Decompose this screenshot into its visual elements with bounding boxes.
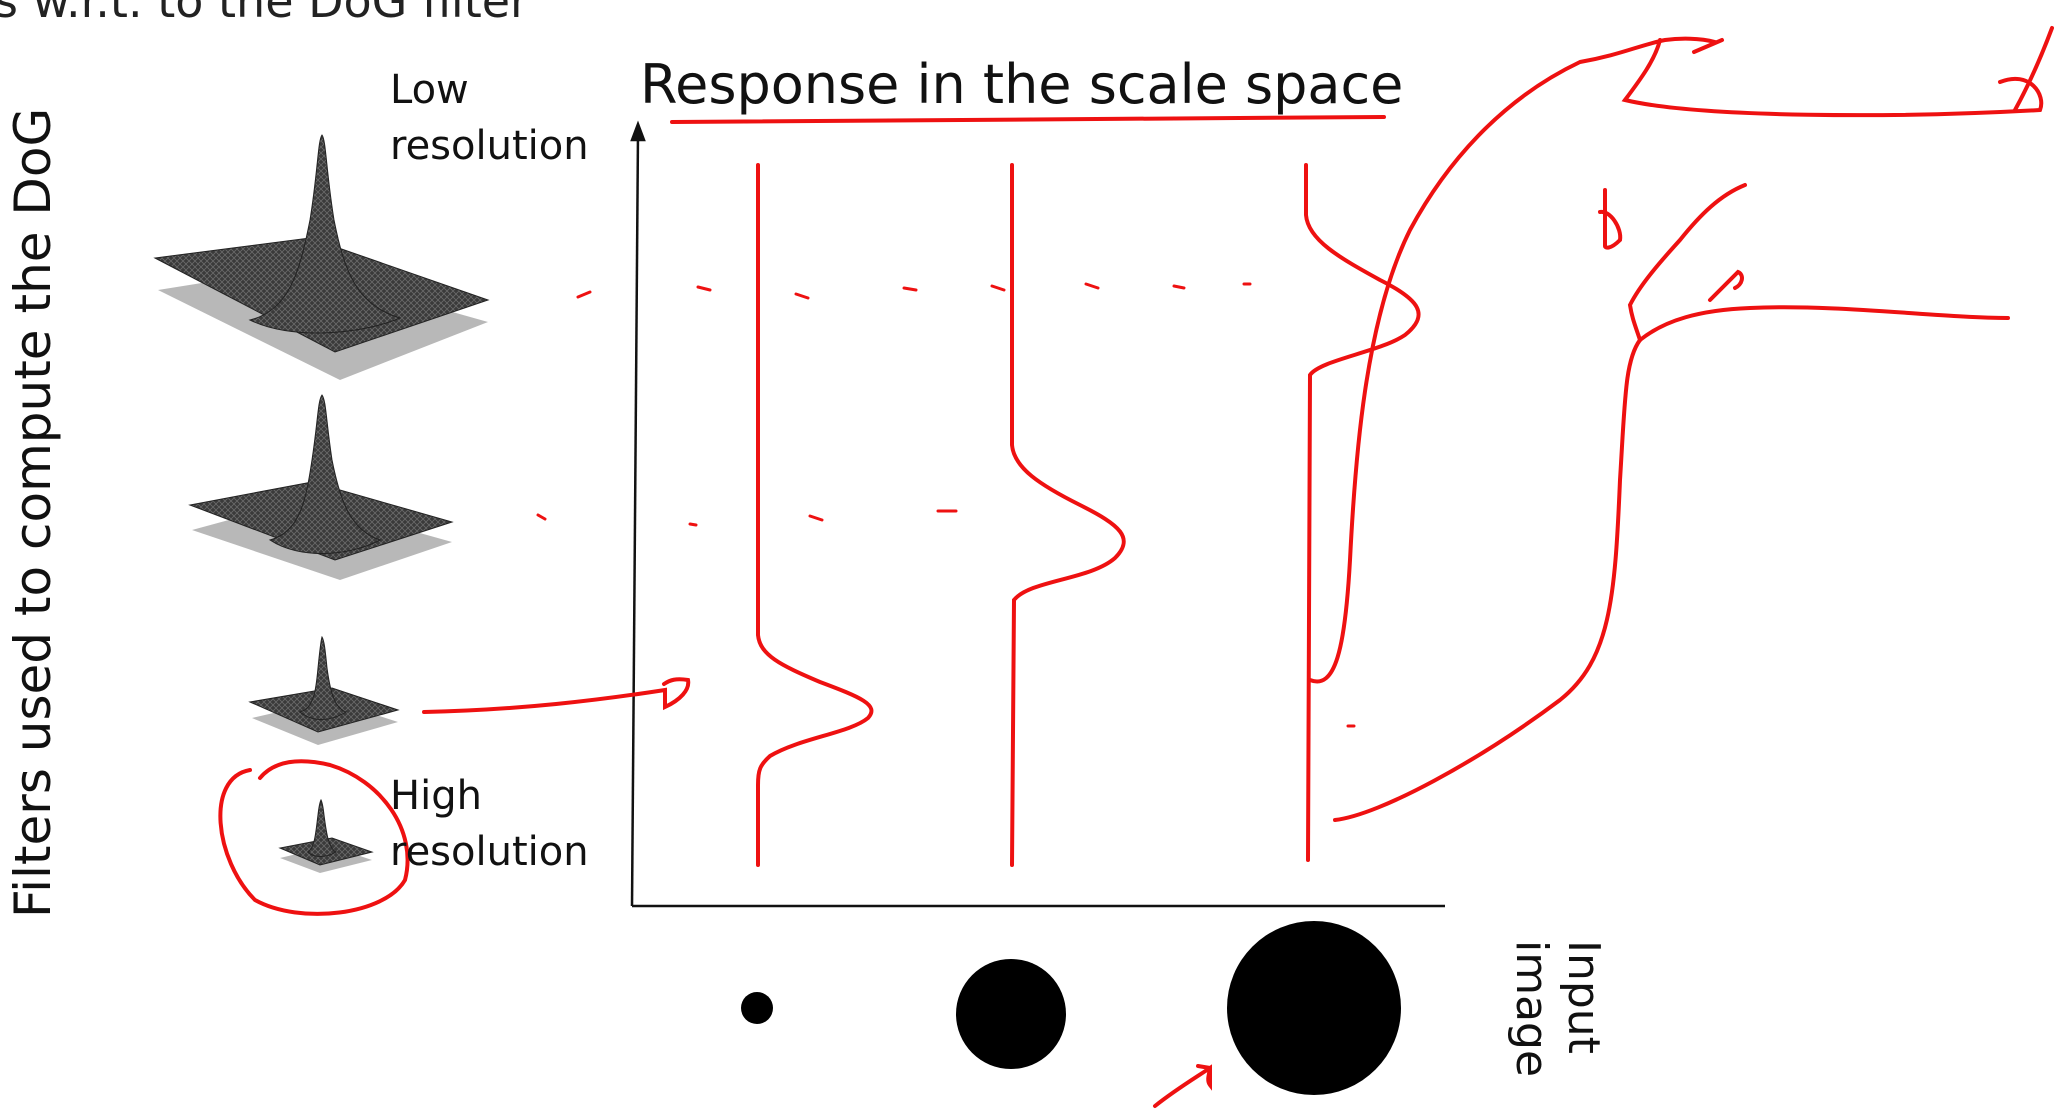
response-curve-large <box>1304 163 1421 862</box>
red-annotations <box>218 26 2054 1108</box>
sketch-curve-1 <box>1308 36 1717 684</box>
response-curves <box>756 163 1421 867</box>
sketch-curve-1-tail <box>1621 38 2044 118</box>
low-resolution-label-line2: resolution <box>390 123 589 169</box>
input-label-line1: Input <box>1558 940 1609 1054</box>
high-resolution-label-line2: resolution <box>390 829 589 875</box>
sketch-curve-2-hook <box>1627 183 1747 342</box>
plot-axes <box>630 120 1445 908</box>
input-disk-large <box>1227 921 1401 1095</box>
sketch-curve-2 <box>1333 305 2010 822</box>
high-resolution-label-line1: High <box>390 773 482 819</box>
dog-filter-surface-3 <box>248 635 400 745</box>
sketch-mark-a <box>1598 188 1623 250</box>
input-label-line2: image <box>1506 940 1557 1078</box>
pointer-arrow <box>422 677 691 714</box>
sketch-mark-b <box>1708 269 1744 302</box>
y-axis-arrow <box>630 120 646 142</box>
low-resolution-label-line1: Low <box>390 67 469 113</box>
title-underline <box>670 115 1386 124</box>
dog-filter-surface-2 <box>188 394 454 580</box>
input-disk-small <box>741 992 773 1024</box>
dog-filter-surface-1 <box>153 134 490 380</box>
disk-arrow <box>1153 1064 1213 1108</box>
input-disks <box>741 921 1401 1095</box>
header-title-fragment: s w.r.t. to the DoG filter <box>0 0 529 28</box>
input-disk-medium <box>956 959 1066 1069</box>
response-curve-medium <box>1010 163 1126 867</box>
sketch-line-right <box>2013 26 2054 112</box>
dog-filter-surface-4 <box>278 798 374 873</box>
response-curve-small <box>756 163 874 867</box>
plot-title: Response in the scale space <box>640 53 1404 116</box>
y-axis <box>630 131 640 907</box>
sketch-tick <box>1692 38 1724 54</box>
guide-dashes <box>536 282 1356 728</box>
circle-high-res <box>218 759 410 916</box>
left-axis-label: Filters used to compute the DoG <box>4 107 62 918</box>
